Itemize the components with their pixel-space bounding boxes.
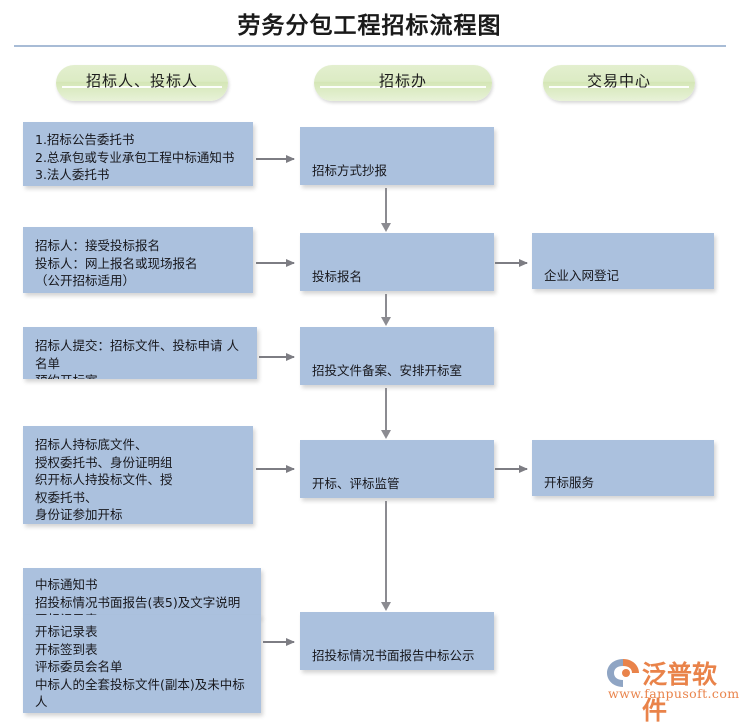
box-title: 投标报名 [312,269,363,284]
arrow-c2-1-to-c2-2 [381,188,391,232]
column-header-tender-office: 招标办 [314,65,492,101]
column-header-trading-center: 交易中心 [543,65,695,101]
box-title: 开标服务 [544,475,595,490]
process-box-c1-6: 开标记录表 开标签到表 评标委员会名单 中标人的全套投标文件(副本)及未中标人 … [23,615,261,713]
arrow-c1-4-to-c2-4 [256,464,295,473]
logo-url-text: www.fanpusoft.com [608,686,739,701]
page-title: 劳务分包工程招标流程图 [237,12,502,39]
arrow-c2-3-to-c2-4 [381,388,391,439]
arrow-c2-4-to-c2-5 [381,501,391,611]
column-header-label: 招标人、投标人 [85,72,198,90]
box-title: 招标方式抄报 [312,163,388,178]
box-title: 招投标情况书面报告中标公示 [312,648,475,663]
process-box-c1-5: 中标通知书 招投标情况书面报告(表5)及文字说明 开标记录表 [23,568,261,617]
fanpu-logo-icon [607,659,639,687]
arrow-c1-6-to-c2-5 [263,637,295,646]
column-header-bidder: 招标人、投标人 [56,65,228,101]
arrow-c2-2-to-c2-3 [381,294,391,326]
process-box-c2-2: 投标报名 办理部门：招投标监管部 [300,233,494,291]
column-header-label: 交易中心 [586,72,651,90]
process-box-c1-4: 招标人持标底文件、 授权委托书、身份证明组 织开标人持投标文件、授 权委托书、 … [23,426,253,524]
title-divider [14,45,726,47]
arrow-c2-4-to-c3-2 [495,464,528,473]
process-box-c3-2: 开标服务 办理部门：市场部 [532,440,714,496]
process-box-c2-4: 开标、评标监管 办理部门：招投标监管部 [300,440,494,498]
arrow-c1-1-to-c2-1 [256,154,295,163]
arrow-c1-2-to-c2-2 [256,258,295,267]
watermark-logo: 泛普软件 www.fanpusoft.com [606,655,739,723]
box-title: 企业入网登记 [544,268,620,283]
arrow-c2-2-to-c3-1 [495,258,528,267]
process-box-c1-3: 招标人提交：招标文件、投标申请 人名单 预约开标室 [23,327,257,379]
arrow-c1-3-to-c2-3 [259,352,295,361]
process-box-c2-3: 招投文件备案、安排开标室 办理部门：招投标监管部 [300,327,494,385]
column-header-label: 招标办 [378,72,427,90]
box-title: 招投文件备案、安排开标室 [312,363,463,378]
logo-brand-text: 泛普软件 [642,660,718,723]
box-title: 开标、评标监管 [312,476,400,491]
process-box-c3-1: 企业入网登记 办理部门：市场部 [532,233,714,289]
process-box-c1-2: 招标人：接受投标报名 投标人：网上报名或现场报名 （公开招标适用） [23,227,253,293]
process-box-c2-1: 招标方式抄报 办理部门：招投标监管部 [300,127,494,185]
process-box-c1-1: 1.招标公告委托书 2.总承包或专业承包工程中标通知书 3.法人委托书 [23,122,253,186]
process-box-c2-5: 招投标情况书面报告中标公示 办理部门：招投标监管部 [300,612,494,670]
